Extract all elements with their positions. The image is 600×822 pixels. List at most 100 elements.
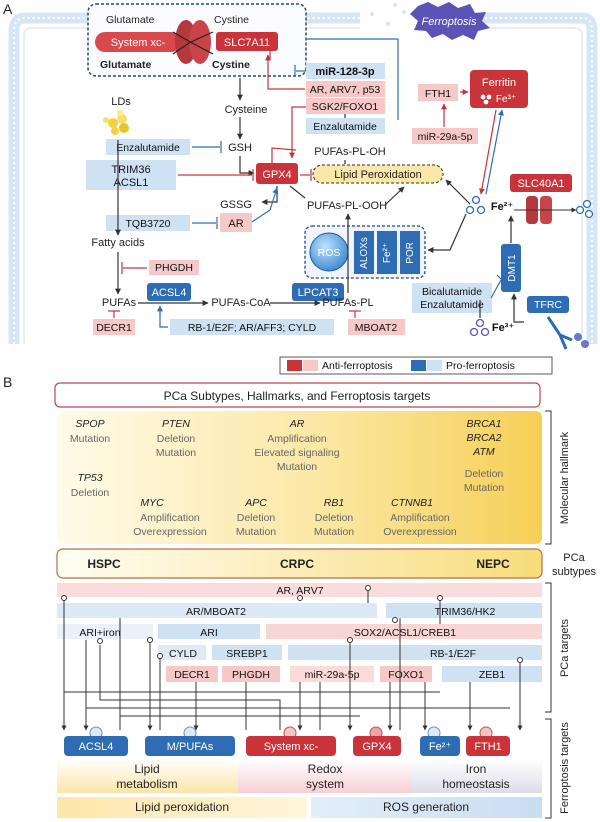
enzalutamide-bottom-label: Enzalutamide <box>420 299 484 311</box>
hallmark-apc: APC <box>244 497 267 509</box>
hallmark-rb1: RB1 <box>324 497 344 509</box>
transporter-icon <box>172 20 214 64</box>
ferroportin-channel-icon <box>514 196 594 224</box>
hallmark-atm-desc-1: Deletion <box>465 468 504 480</box>
hallmark-ar-desc-1: Amplification <box>267 433 327 445</box>
decr1-b-label: DECR1 <box>174 669 210 681</box>
aloxs-box <box>354 231 374 274</box>
network-lines <box>61 590 523 731</box>
ar-arv7-p53-label: AR, ARV7, p53 <box>310 84 381 96</box>
pufas-label: PUFAs <box>102 297 137 309</box>
redox-system-line2: system <box>306 777 344 791</box>
trim36-label: TRIM36 <box>111 164 150 176</box>
srebp1-bar <box>212 645 282 660</box>
ar-mboat2-label: AR/MBOAT2 <box>186 606 246 618</box>
target-mpufas: M/PUFAs <box>167 741 214 753</box>
network-nodes <box>61 585 523 663</box>
lipid-peroxidation-bar <box>57 797 307 818</box>
molecular-hallmark-label: Molecular hallmark <box>559 431 571 524</box>
foxo1-bar <box>380 666 432 682</box>
panel-b-title: PCa Subtypes, Hallmarks, and Ferroptosis… <box>164 389 431 403</box>
por-label: POR <box>405 242 416 264</box>
target-fth1-box <box>466 736 510 756</box>
pca-targets: AR, ARV7 AR/MBOAT2 TRIM36/HK2 ARI+iron A… <box>57 583 542 682</box>
ferroptosis-badge: Ferroptosis <box>421 16 477 28</box>
phgdh-box <box>149 260 199 275</box>
mir128-box <box>306 63 385 79</box>
gsh-label: GSH <box>228 142 252 154</box>
acsl4-box <box>147 283 191 301</box>
target-acsl4: ACSL4 <box>79 741 114 753</box>
subtype-hspc: HSPC <box>87 557 121 571</box>
enzalutamide-right-label: Enzalutamide <box>313 121 377 133</box>
sox2-bar <box>266 624 542 639</box>
tqb3720-box <box>106 215 190 231</box>
mir29a-b-label: miR-29a-5p <box>305 669 360 681</box>
slc40a1-box <box>510 174 572 192</box>
fe2-label: Fe²⁺ <box>491 201 514 213</box>
fatty-acids-label: Fatty acids <box>91 237 145 249</box>
hallmark-pten-desc-1: Deletion <box>157 433 196 445</box>
cyld-label: CYLD <box>169 648 197 660</box>
enzalutamide-left-label: Enzalutamide <box>116 142 180 154</box>
ari-label: ARI <box>200 627 218 639</box>
trim36-hk2-bar <box>386 603 542 618</box>
slc40a1-label: SLC40A1 <box>517 178 564 190</box>
system-xc-label: System xc- <box>111 37 166 49</box>
legend-anti-label: Anti-ferroptosis <box>322 360 393 372</box>
ferroptosis-targets-label: Ferroptosis targets <box>559 722 571 814</box>
mboat2-label: MBOAT2 <box>355 322 398 334</box>
molecular-hallmark-bracket <box>545 410 552 545</box>
cystine-top-label: Cystine <box>214 14 249 26</box>
fe3-label: Fe³⁺ <box>492 322 515 334</box>
ros-label: ROS <box>318 247 341 259</box>
hallmark-genes: SPOP Mutation PTEN Deletion Mutation AR … <box>70 418 504 538</box>
hallmark-apc-desc-2: Mutation <box>236 526 276 538</box>
decr1-box <box>93 319 135 335</box>
panel-b-label: B <box>3 374 12 390</box>
mir29a-box <box>412 128 478 144</box>
mboat2-box <box>348 319 405 335</box>
cyld-bar <box>158 645 206 660</box>
dmt1-box <box>501 244 521 292</box>
hallmark-apc-desc-1: Deletion <box>237 512 276 524</box>
ferroptosis-targets-bracket <box>545 718 552 819</box>
subtypes-label-2: subtypes <box>552 566 597 578</box>
glutamate-bottom-label: Glutamate <box>100 59 152 71</box>
hallmark-ar: AR <box>289 418 305 430</box>
lipid-metabolism-box <box>57 759 238 793</box>
subtypes-label-1: PCa <box>563 552 585 564</box>
hallmark-tp53: TP53 <box>77 472 102 484</box>
pca-targets-label: PCa targets <box>559 618 571 677</box>
system-xc-box <box>95 32 181 52</box>
aloxs-label: ALOXs <box>359 237 370 269</box>
hallmark-pten: PTEN <box>162 418 190 430</box>
redox-system-box <box>238 759 411 793</box>
trim36-hk2-label: TRIM36/HK2 <box>435 606 496 618</box>
gssg-label: GSSG <box>220 199 252 211</box>
redox-system-line1: Redox <box>308 762 343 776</box>
lipid-droplet-icon <box>103 110 129 135</box>
hallmark-ctnnb1-desc-1: Amplification <box>390 512 450 524</box>
ros-generation-label: ROS generation <box>383 800 469 814</box>
zeb1-bar <box>442 666 542 682</box>
ar-box <box>220 213 252 232</box>
pufas-coa-label: PUFAs-CoA <box>211 297 271 309</box>
hallmark-rb1-desc-2: Mutation <box>314 526 354 538</box>
lipid-peroxidation-box <box>312 164 444 184</box>
lpcat3-box <box>292 283 344 301</box>
decr1-label: DECR1 <box>96 322 132 334</box>
fe3-cluster-icon <box>469 318 490 337</box>
hallmark-myc-desc-2: Overexpression <box>133 526 207 538</box>
pufas-pl-ooh-label: PUFAs-PL-OOH <box>307 200 387 212</box>
enzalutamide-right-box <box>306 118 385 134</box>
tqb3720-label: TQB3720 <box>126 218 171 230</box>
ferritin-iron-icon <box>480 94 492 105</box>
trim36-acsl1-box <box>86 160 176 190</box>
lipid-metabolism-line2: metabolism <box>116 777 177 791</box>
bicalutamide-box <box>412 283 492 313</box>
hallmark-atm-desc-2: Mutation <box>464 482 504 494</box>
target-gpx4: GPX4 <box>362 741 391 753</box>
lipid-metabolism-line1: Lipid <box>134 762 159 776</box>
